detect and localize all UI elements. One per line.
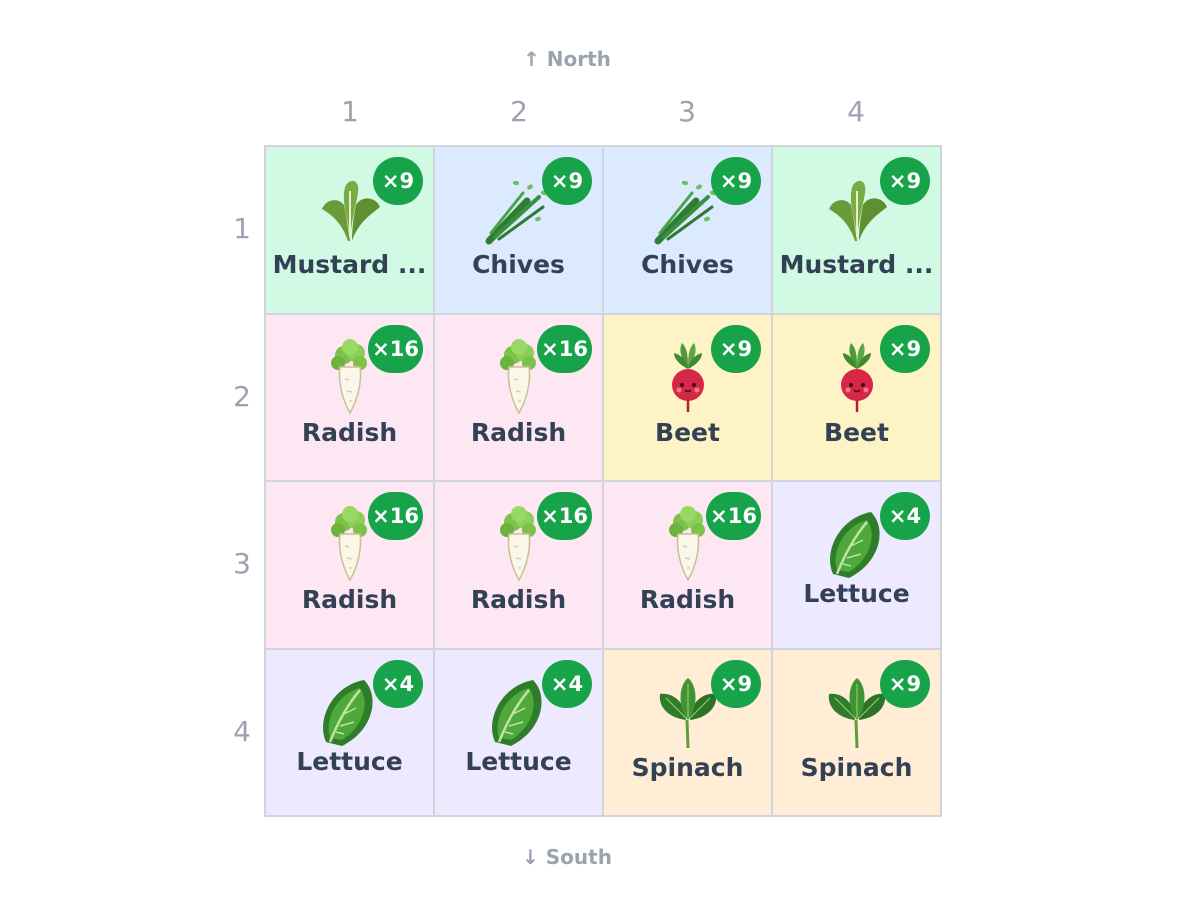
plant-name-label: Beet xyxy=(655,417,720,447)
chives-icon xyxy=(652,171,724,247)
spinach-icon xyxy=(652,674,724,750)
plant-name-label: Radish xyxy=(470,417,567,447)
beet-icon xyxy=(652,339,724,415)
column-header-4: 4 xyxy=(847,95,865,128)
plant-count-badge: ×9 xyxy=(880,659,930,708)
radish-icon xyxy=(314,338,386,415)
plant-name-label: Radish xyxy=(301,417,398,447)
beet-icon xyxy=(821,339,893,415)
plant-count-badge: ×9 xyxy=(880,324,930,373)
plant-name-label: Radish xyxy=(639,585,736,614)
lettuce-icon xyxy=(483,674,555,750)
column-header-1: 1 xyxy=(341,95,359,128)
radish-icon xyxy=(483,506,555,582)
plant-name-label: Lettuce xyxy=(803,579,910,608)
plant-name-label: Spinach xyxy=(800,752,913,782)
plant-count-badge: ×16 xyxy=(537,492,592,540)
radish-icon xyxy=(652,506,724,582)
plant-name-label: Lettuce xyxy=(465,746,572,776)
lettuce-icon xyxy=(821,506,893,582)
plant-name-label: Radish xyxy=(470,585,567,614)
plant-count-badge: ×16 xyxy=(368,492,423,540)
plant-name-label: Spinach xyxy=(631,752,744,782)
plant-count-badge: ×16 xyxy=(706,492,761,540)
plant-count-badge: ×16 xyxy=(537,324,592,373)
lettuce-icon xyxy=(314,674,386,750)
mustard-greens-icon xyxy=(314,171,386,247)
plant-name-label: Beet xyxy=(824,417,889,447)
chives-icon xyxy=(483,171,555,247)
plant-count-badge: ×9 xyxy=(542,157,592,205)
plant-name-label: Chives xyxy=(472,250,565,279)
row-header-4: 4 xyxy=(233,715,251,748)
row-header-3: 3 xyxy=(233,547,251,580)
plant-name-label: Chives xyxy=(641,250,734,279)
plant-name-label: Mustard ... xyxy=(779,250,934,279)
plant-count-badge: ×4 xyxy=(880,492,930,540)
mustard-greens-icon xyxy=(821,171,893,247)
north-label: ↑ North xyxy=(523,47,611,71)
plant-count-badge: ×9 xyxy=(711,659,761,708)
plant-count-badge: ×16 xyxy=(368,324,423,373)
plant-count-badge: ×9 xyxy=(373,157,423,205)
plant-name-label: Radish xyxy=(301,585,398,614)
plant-count-badge: ×9 xyxy=(880,157,930,205)
plant-count-badge: ×4 xyxy=(542,659,592,708)
plant-name-label: Mustard ... xyxy=(272,250,427,279)
column-header-3: 3 xyxy=(678,95,696,128)
plant-count-badge: ×9 xyxy=(711,157,761,205)
radish-icon xyxy=(314,506,386,582)
south-label: ↓ South xyxy=(522,845,612,869)
plant-count-badge: ×4 xyxy=(373,659,423,708)
row-header-2: 2 xyxy=(233,380,251,413)
column-header-2: 2 xyxy=(510,95,528,128)
plant-name-label: Lettuce xyxy=(296,746,403,776)
plant-count-badge: ×9 xyxy=(711,324,761,373)
row-header-1: 1 xyxy=(233,212,251,245)
spinach-icon xyxy=(821,674,893,750)
radish-icon xyxy=(483,338,555,415)
